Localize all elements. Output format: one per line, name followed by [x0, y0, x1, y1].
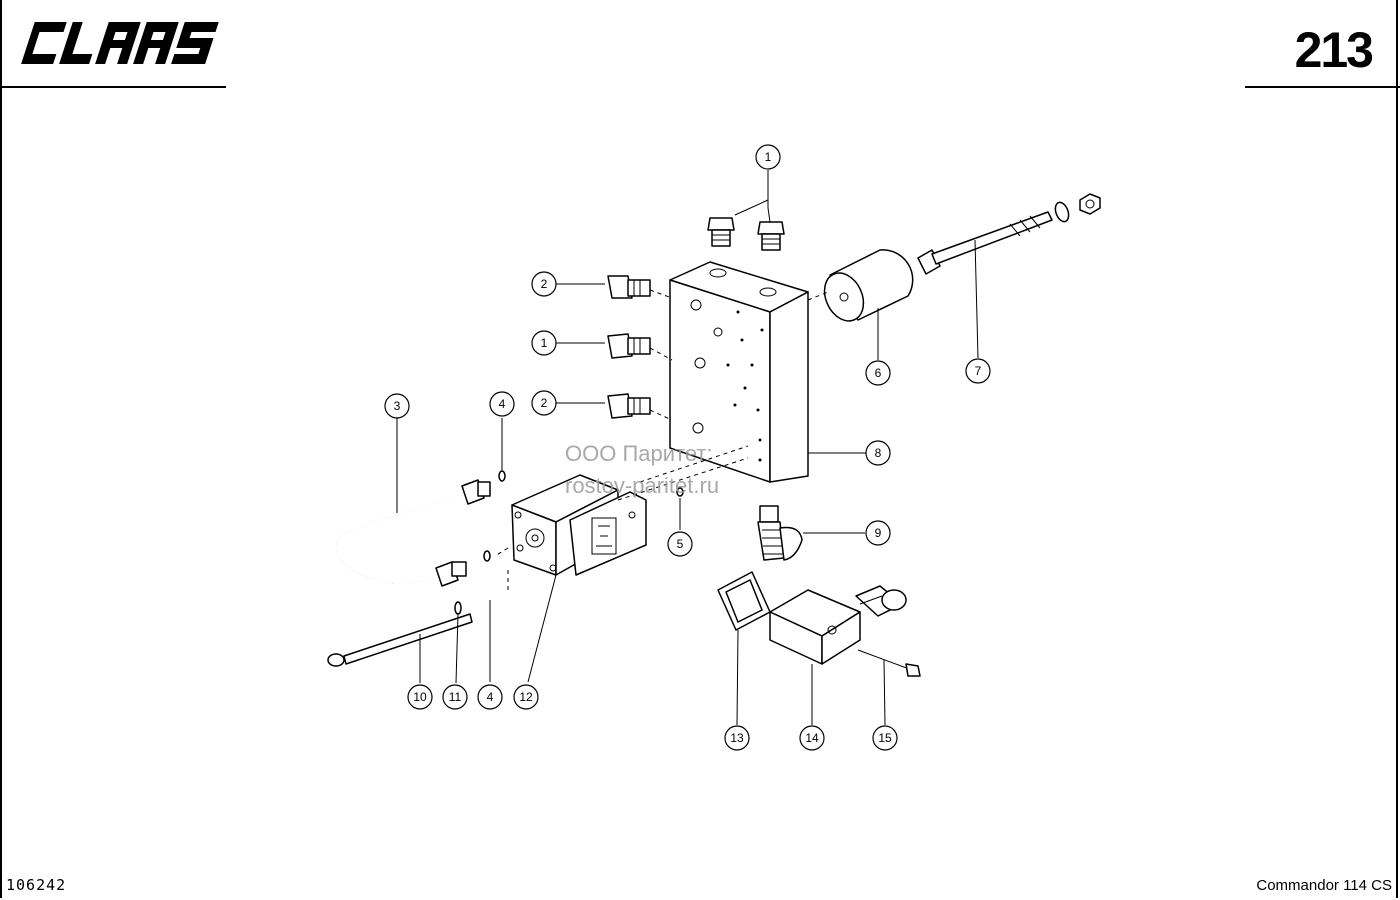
fitting-part-1-side: [607, 333, 651, 359]
pipe-part-3: [335, 479, 491, 587]
callout-5: 5: [667, 531, 693, 557]
gasket-part-13: [717, 571, 771, 631]
svg-text:5: 5: [677, 537, 684, 551]
svg-text:6: 6: [875, 366, 882, 380]
svg-text:2: 2: [541, 277, 548, 291]
header-rule-right: [1245, 86, 1400, 88]
callout-1-top: 1: [755, 144, 781, 170]
svg-text:12: 12: [519, 690, 533, 704]
svg-text:15: 15: [878, 731, 892, 745]
svg-text:1: 1: [541, 336, 548, 350]
callout-9: 9: [865, 520, 891, 546]
callout-11: 11: [442, 684, 468, 710]
callout-15: 15: [872, 725, 898, 751]
callout-13: 13: [724, 725, 750, 751]
callout-1-side: 1: [531, 330, 557, 356]
o-ring-part-4-lower: [483, 550, 491, 562]
o-ring-part-5: [676, 487, 684, 497]
svg-text:13: 13: [730, 731, 744, 745]
connector-plug-part-14: [769, 585, 907, 665]
svg-text:4: 4: [499, 397, 506, 411]
elbow-fitting-part-9: [757, 505, 803, 561]
callout-4-upper: 4: [489, 391, 515, 417]
header-rule-left: [0, 86, 226, 88]
fitting-part-2-upper: [607, 275, 651, 299]
svg-text:9: 9: [875, 526, 882, 540]
svg-text:3: 3: [394, 399, 401, 413]
watermark: ООО Паритет: rostov-paritet.ru: [565, 438, 719, 502]
svg-text:4: 4: [487, 690, 494, 704]
callout-8: 8: [865, 440, 891, 466]
svg-text:1: 1: [765, 150, 772, 164]
o-ring-part-4-upper: [498, 470, 506, 482]
svg-text:7: 7: [975, 364, 982, 378]
callout-14: 14: [799, 725, 825, 751]
washer-part-11: [454, 601, 462, 615]
svg-text:11: 11: [449, 690, 462, 704]
svg-text:2: 2: [541, 396, 548, 410]
cylinder-part-6: [823, 249, 914, 322]
callout-7: 7: [965, 358, 991, 384]
svg-text:8: 8: [875, 446, 882, 460]
screw-part-10: [327, 613, 473, 667]
watermark-line-1: ООО Паритет:: [565, 441, 713, 466]
callout-2-lower: 2: [531, 390, 557, 416]
callout-6: 6: [865, 360, 891, 386]
callout-2-upper: 2: [531, 271, 557, 297]
callout-3: 3: [384, 393, 410, 419]
svg-text:14: 14: [805, 731, 819, 745]
fitting-part-2-lower: [607, 393, 651, 419]
valve-block-part-8: [669, 261, 809, 483]
callout-12: 12: [513, 684, 539, 710]
fitting-part-1-top: [707, 217, 785, 251]
watermark-line-2: rostov-paritet.ru: [565, 473, 720, 498]
bolt-part-7: [917, 193, 1101, 275]
screw-part-15: [857, 649, 921, 677]
callout-4-lower: 4: [477, 684, 503, 710]
claas-logo: [21, 22, 219, 64]
document-id: 106242: [6, 876, 67, 894]
page-number: 213: [1294, 22, 1374, 78]
svg-text:10: 10: [413, 690, 427, 704]
model-name: Commandor 114 CS: [1256, 877, 1392, 894]
callout-10: 10: [407, 684, 433, 710]
